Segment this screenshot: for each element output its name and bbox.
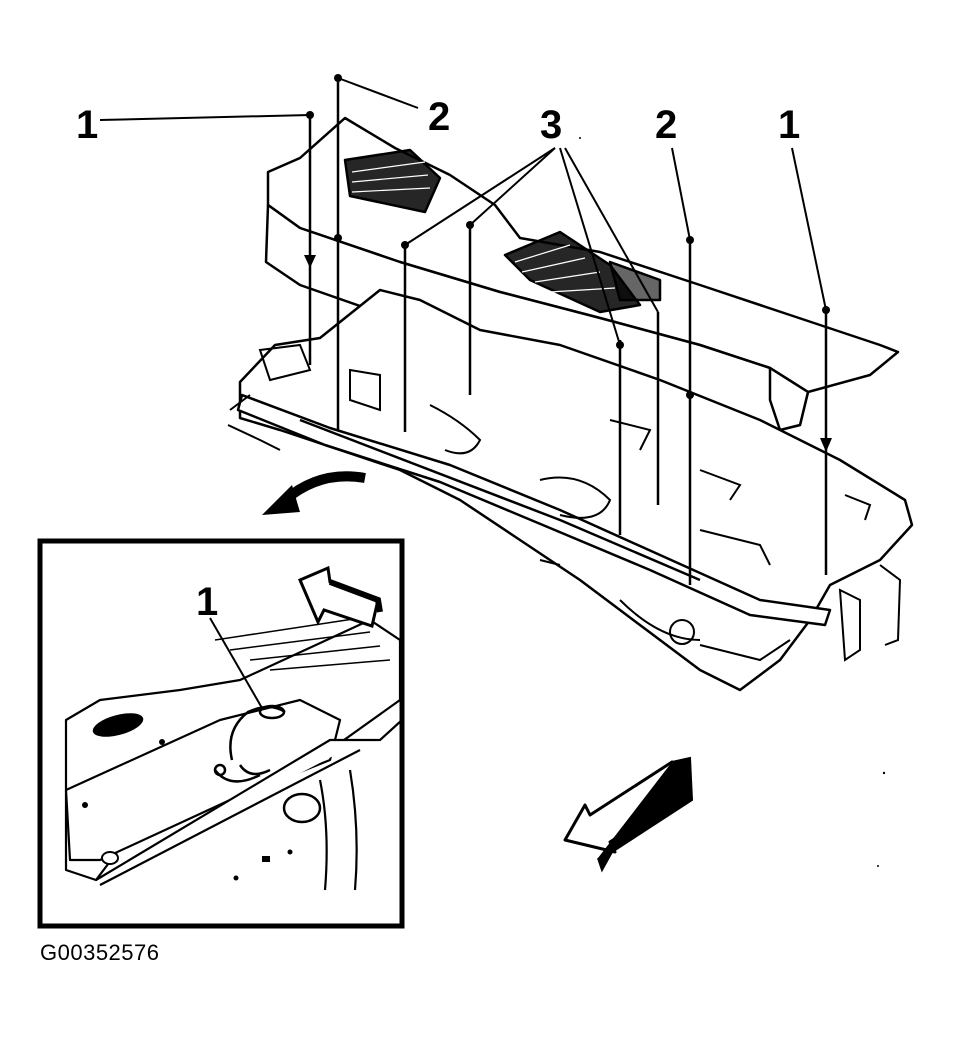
fastener-leader-lines — [308, 78, 828, 585]
figure-id: G00352576 — [40, 940, 160, 965]
scan-specks — [579, 137, 886, 867]
lower-body-structure — [236, 288, 914, 692]
vent-grille-hatching — [351, 161, 616, 293]
curved-arrow-icon — [262, 471, 366, 515]
callout-1-right: 1 — [778, 103, 800, 147]
callout-leaders — [99, 77, 827, 346]
callout-2-left: 2 — [428, 95, 450, 139]
front-arrow-icon — [563, 756, 694, 873]
callout-3: 3 — [540, 103, 562, 147]
callout-2-right: 2 — [655, 103, 677, 147]
cowl-panel-assembly — [264, 116, 900, 434]
direction-arrow-icon — [298, 565, 383, 628]
inset-detail-view — [37, 538, 405, 929]
callout-1-left: 1 — [76, 103, 98, 147]
structure-details — [227, 343, 902, 662]
inset-callout-1: 1 — [196, 580, 218, 624]
